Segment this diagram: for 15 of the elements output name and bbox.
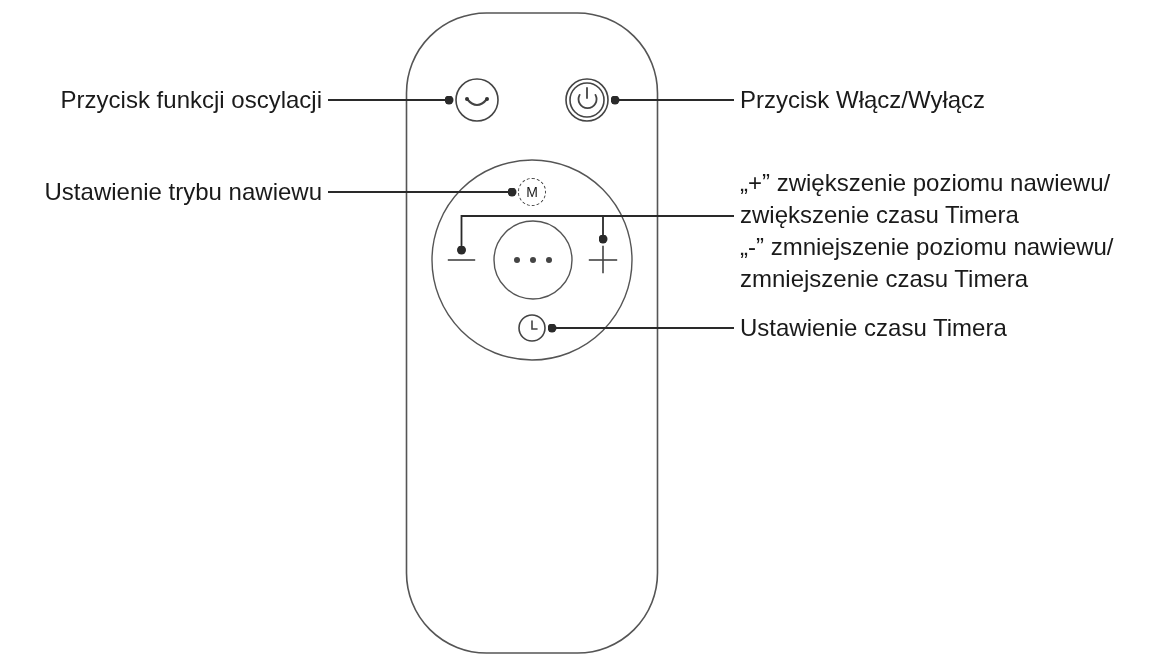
leader-line [327,95,454,105]
callout-label: „-” zmniejszenie poziomu nawiewu/ zmniejszenie czasu Timera [740,232,1115,294]
plus-icon [588,245,618,274]
callout-label: „+” zwiększenie poziomu nawiewu/ zwiększenie czasu Timera [740,168,1112,230]
callout-label: Przycisk Włącz/Wyłącz [740,84,986,116]
arc-icon [455,78,499,122]
callout-label: Ustawienie trybu nawiewu [44,176,322,208]
callout-label: Przycisk funkcji oscylacji [60,84,322,116]
leader-line [327,187,517,197]
minus-icon [447,256,476,264]
clock-icon [518,314,546,342]
callout-label: Ustawienie czasu Timera [740,312,1007,344]
power-icon [565,78,609,122]
leader-line [547,323,735,333]
leader-line [610,95,735,105]
